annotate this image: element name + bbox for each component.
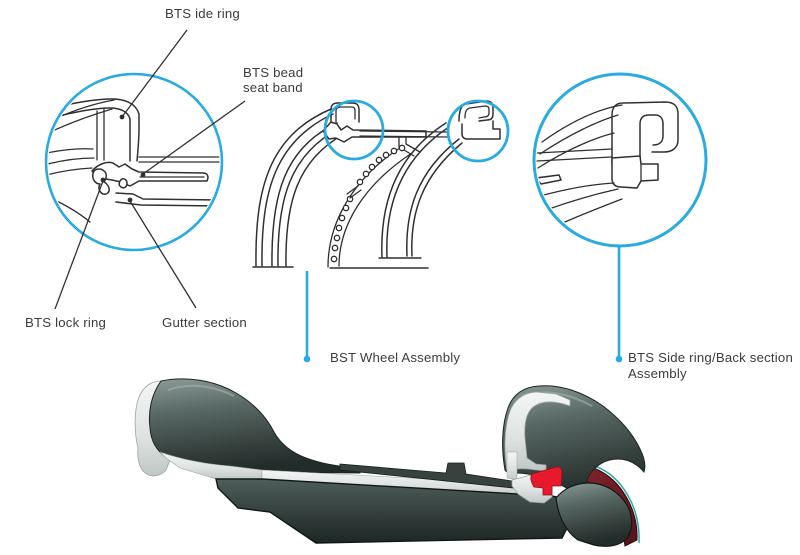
vent-hole (368, 163, 376, 171)
vent-hole (375, 156, 383, 164)
back-flange-arc (406, 138, 460, 257)
back-section-foot (461, 120, 501, 140)
barrel-body (215, 478, 574, 544)
barrel-cut-step (159, 451, 263, 480)
disc-step (405, 136, 421, 153)
oring-profile (118, 178, 128, 189)
vent-hole (331, 244, 339, 252)
tire-curve (49, 221, 89, 248)
vent-band-break (346, 185, 359, 195)
tire-curve (48, 157, 95, 167)
front-flange-arc (271, 122, 338, 267)
wheel-assembly-drawing (252, 100, 501, 269)
rim-barrel-top (359, 135, 449, 138)
callout-circle-left (44, 72, 224, 252)
rim-edge-line (536, 148, 613, 154)
vent-hole (398, 144, 406, 152)
label-side-ring: BTS ide ring (165, 6, 240, 21)
back-flange-arc (381, 122, 447, 258)
leader-dot-bead-seat-band (140, 172, 146, 178)
vent-band-edge (338, 152, 413, 267)
leader-bead-seat-band (142, 100, 246, 175)
barrel-far-edge (339, 462, 553, 493)
front-flange-arc (261, 113, 334, 267)
back-flange-arc (386, 126, 450, 258)
gutter-profile-top (115, 192, 220, 201)
bead-seat-band-profile (91, 161, 209, 187)
left-fender-highlight (167, 384, 235, 397)
tire-curve (537, 132, 615, 169)
vent-hole (335, 224, 343, 232)
callout-circle-right (532, 72, 708, 248)
vent-hole (356, 178, 364, 186)
labels: BTS ide ring BTS bead seat band BTS lock… (25, 6, 793, 381)
side-ring-hook-inner (335, 106, 356, 123)
label-bead-seat-band-line2: seat band (243, 80, 303, 95)
front-flange-arc (277, 127, 341, 267)
label-gutter-section: Gutter section (162, 315, 247, 330)
label-lock-ring: BTS lock ring (25, 315, 106, 330)
back-section-hook-inner (464, 105, 490, 119)
label-wheel-assembly: BST Wheel Assembly (330, 350, 460, 365)
label-bead-seat-band-line1: BTS bead (243, 65, 303, 80)
rim-edge-sliver (536, 174, 562, 185)
vent-hole (362, 170, 370, 178)
side-ring-hook-inner (639, 114, 664, 164)
tire-curve (48, 148, 94, 155)
side-ring-profile-outer (48, 98, 140, 162)
back-flange-arc (411, 142, 463, 257)
side-ring-profile-inner (48, 107, 131, 162)
pointer-dot-wheel-assembly (303, 355, 311, 363)
label-side-back-assembly-line2: Assembly (628, 366, 687, 381)
vent-hole (342, 204, 350, 212)
gutter-profile-bottom (115, 201, 220, 207)
right-cut-face (504, 391, 571, 472)
highlight-circle-bead-seat (323, 99, 385, 161)
tire-curve (48, 195, 91, 223)
back-section-foot-profile (611, 155, 659, 189)
tire-curve (541, 104, 623, 143)
leader-dot-lock-ring (100, 177, 106, 183)
vent-hole (382, 151, 390, 159)
lock-ring-red (530, 466, 563, 496)
side-ring-hook-outer (611, 101, 679, 164)
leader-side-ring (121, 29, 188, 118)
right-lower-lobe (555, 482, 633, 547)
vent-hole (330, 255, 338, 263)
leader-lock-ring (54, 180, 104, 310)
tire-curve (539, 182, 615, 197)
pointer-dot-side-back-assembly (615, 355, 623, 363)
leader-dot-gutter-section (127, 197, 133, 203)
vent-hole (338, 214, 346, 222)
highlight-circle-back-section (446, 99, 510, 163)
tire-curve (48, 167, 93, 178)
leader-dot-side-ring (119, 114, 125, 120)
leader-lines (54, 29, 623, 363)
front-flange-arc (255, 108, 332, 267)
vent-band-break (349, 189, 362, 199)
vent-hole (390, 147, 398, 155)
wheel-3d-render (134, 378, 646, 547)
leader-gutter-section (129, 200, 197, 309)
right-cut-face-leg (506, 451, 518, 481)
left-callout-detail (48, 98, 220, 248)
vent-hole (333, 234, 341, 242)
right-callout-detail (536, 101, 679, 227)
lock-ring-profile (92, 168, 110, 195)
tire-curve (545, 188, 619, 211)
vent-holes (330, 144, 406, 263)
rim-edge-line (536, 156, 612, 162)
label-side-back-assembly-line1: BTS Side ring/Back section (628, 350, 793, 365)
